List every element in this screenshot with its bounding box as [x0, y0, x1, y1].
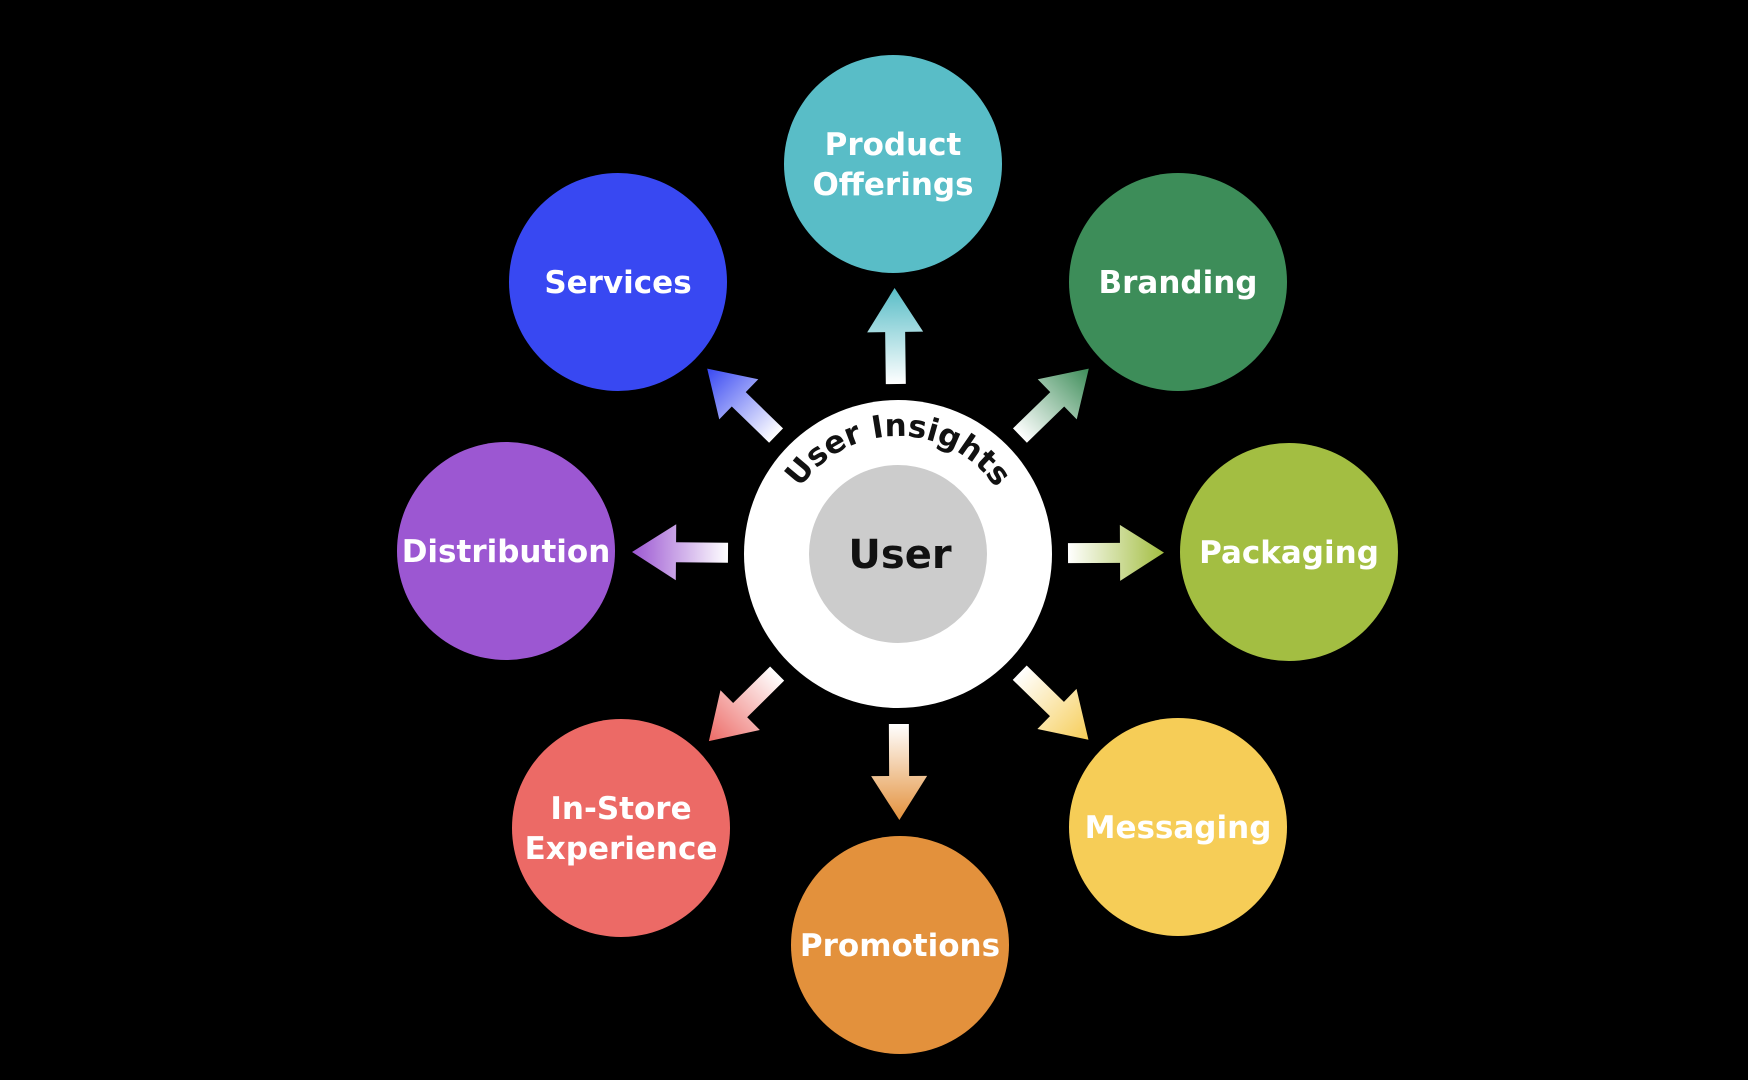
node-label: Messaging [1085, 810, 1272, 846]
arrow-shape [867, 288, 924, 385]
arrow-to-services [707, 368, 784, 443]
node-label: Services [544, 265, 691, 301]
node-distribution: Distribution [397, 442, 615, 660]
node-messaging: Messaging [1069, 718, 1287, 936]
center-label: User [848, 532, 951, 578]
arrows-layer [632, 288, 1164, 820]
node-circle [1180, 443, 1398, 661]
arrow-to-product-offerings [867, 288, 924, 385]
arrow-to-distribution [632, 524, 729, 581]
node-label: Offerings [812, 167, 973, 203]
nodes-layer: ProductOfferingsBrandingPackagingMessagi… [397, 55, 1398, 1054]
arrow-to-branding [1012, 368, 1089, 443]
node-circle [1069, 173, 1287, 391]
arrow-to-messaging [1012, 665, 1089, 740]
node-circle [791, 836, 1009, 1054]
node-circle [784, 55, 1002, 273]
node-label: Packaging [1199, 535, 1379, 571]
node-label: Promotions [800, 928, 1000, 964]
arrow-shape [632, 524, 729, 581]
node-label: Distribution [402, 534, 611, 570]
arrow-shape [1012, 368, 1089, 443]
arrow-shape [1012, 665, 1089, 740]
center-hub: User Insights User [744, 400, 1052, 708]
arrow-shape [1067, 524, 1164, 581]
node-circle [1069, 718, 1287, 936]
center-inner-circle [809, 465, 987, 643]
node-promotions: Promotions [791, 836, 1009, 1054]
node-label: Experience [525, 831, 718, 867]
arrow-to-packaging [1067, 524, 1164, 581]
node-circle [397, 442, 615, 660]
arrow-shape [708, 666, 785, 742]
node-label: In-Store [550, 791, 691, 827]
node-packaging: Packaging [1180, 443, 1398, 661]
arrow-shape [871, 723, 928, 820]
node-label: Branding [1099, 265, 1258, 301]
arrow-shape [707, 368, 784, 443]
node-services: Services [509, 173, 727, 391]
node-branding: Branding [1069, 173, 1287, 391]
node-circle [512, 719, 730, 937]
node-label: Product [825, 127, 962, 163]
node-circle [509, 173, 727, 391]
arrow-to-in-store-experience [708, 666, 785, 742]
arrow-to-promotions [871, 723, 928, 820]
